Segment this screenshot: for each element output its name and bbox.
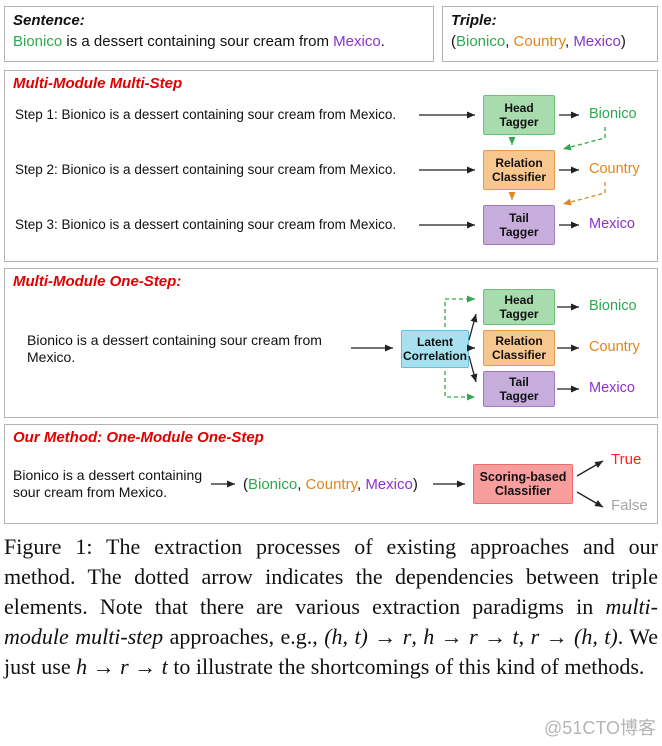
one-step-input-text: Bionico is a dessert containing sour cre…	[27, 332, 322, 366]
paren-close: )	[412, 476, 418, 493]
dashed-dependency-arrow	[562, 182, 606, 206]
triple-relation-text: Country	[513, 33, 565, 50]
caption-text: ,	[518, 624, 531, 649]
multi-module-multi-step-panel: Multi-Module Multi-Step Step 1: Bionico …	[4, 70, 658, 262]
triple-comma-2: ,	[356, 476, 366, 493]
triple-head-text: Bionico	[248, 476, 298, 493]
caption-math-4: h → r → t	[76, 654, 168, 679]
output-bionico: Bionico	[589, 106, 637, 122]
caption-italic-paradigm: multi-module multi-step	[4, 594, 658, 649]
caption-math-2: h → r → t	[423, 624, 519, 649]
output-country: Country	[589, 339, 640, 355]
dashed-dependency-arrow	[444, 295, 475, 327]
triple-tail-text: Mexico	[365, 476, 413, 493]
our-method-input-line-2: sour cream from Mexico.	[13, 484, 168, 500]
caption-text: to illustrate the shortcomings of this k…	[167, 654, 645, 679]
scoring-classifier-box: Scoring-based Classifier	[473, 464, 573, 504]
head-entity-text: Bionico	[13, 33, 63, 50]
relation-classifier-label-2: Classifier	[491, 170, 547, 184]
arrow	[576, 491, 604, 508]
sentence-period: .	[380, 33, 385, 50]
head-tagger-label-1: Head	[504, 293, 534, 307]
triple-tail-text: Mexico	[573, 33, 621, 50]
output-mexico: Mexico	[589, 380, 635, 396]
triple-label: Triple:	[451, 12, 497, 29]
our-method-panel: Our Method: One-Module One-Step Bionico …	[4, 424, 658, 524]
step-3-text: Step 3: Bionico is a dessert containing …	[15, 217, 397, 232]
tail-tagger-label-2: Tagger	[499, 225, 539, 239]
figure-caption: Figure 1: The extraction processes of ex…	[4, 532, 658, 682]
sentence-label: Sentence:	[13, 12, 85, 29]
dashed-dependency-arrow	[444, 371, 475, 401]
relation-classifier-label-1: Relation	[495, 156, 543, 170]
output-true: True	[611, 451, 642, 468]
paren-open: (	[243, 476, 248, 493]
head-tagger-box: Head Tagger	[483, 95, 555, 135]
caption-text: approaches, e.g.,	[163, 624, 325, 649]
triple-comma-1: ,	[505, 33, 514, 50]
tail-tagger-label-1: Tail	[509, 211, 529, 225]
scoring-classifier-label-1: Scoring-based	[479, 470, 567, 484]
sentence-middle-text: is a dessert containing sour cream from	[62, 33, 334, 50]
relation-classifier-label-1: Relation	[495, 334, 543, 348]
caption-text: ,	[411, 624, 424, 649]
arrow	[576, 460, 604, 477]
head-tagger-label-2: Tagger	[499, 115, 539, 129]
output-false: False	[611, 497, 648, 514]
our-method-input-line-1: Bionico is a dessert containing	[13, 467, 203, 483]
paren-close: )	[620, 33, 626, 50]
triple-head-text: Bionico	[456, 33, 506, 50]
sentence-panel: Sentence: Bionico is a dessert containin…	[4, 6, 434, 62]
tail-entity-text: Mexico	[333, 33, 381, 50]
multi-module-one-step-panel: Multi-Module One-Step: Bionico is a dess…	[4, 268, 658, 418]
arrow	[468, 355, 478, 383]
caption-math-1: (h, t) → r	[324, 624, 412, 649]
our-method-input-text: Bionico is a dessert containing sour cre…	[13, 467, 202, 501]
head-tagger-box: Head Tagger	[483, 289, 555, 325]
step-1-text: Step 1: Bionico is a dessert containing …	[15, 107, 397, 122]
head-tagger-label-1: Head	[504, 101, 534, 115]
triple-panel: Triple: (Bionico, Country, Mexico)	[442, 6, 658, 62]
triple-comma-2: ,	[564, 33, 574, 50]
tail-tagger-label-1: Tail	[509, 375, 529, 389]
step-2-text: Step 2: Bionico is a dessert containing …	[15, 162, 397, 177]
relation-classifier-label-2: Classifier	[491, 348, 547, 362]
triple-text: (Bionico, Country, Mexico)	[451, 33, 649, 50]
head-tagger-label-2: Tagger	[499, 307, 539, 321]
tail-tagger-box: Tail Tagger	[483, 205, 555, 245]
caption-math-3: r → (h, t)	[530, 624, 618, 649]
output-country: Country	[589, 161, 640, 177]
one-step-input-line-1: Bionico is a dessert containing sour cre…	[27, 332, 322, 348]
output-bionico: Bionico	[589, 298, 637, 314]
triple-comma-1: ,	[297, 476, 306, 493]
output-mexico: Mexico	[589, 216, 635, 232]
tail-tagger-box: Tail Tagger	[483, 371, 555, 407]
caption-text: . We just use	[4, 624, 659, 679]
triple-relation-text: Country	[305, 476, 357, 493]
paren-open: (	[451, 33, 456, 50]
latent-label-1: Latent	[417, 335, 453, 349]
dashed-dependency-arrow	[562, 127, 606, 151]
arrow	[468, 313, 478, 341]
relation-classifier-box: Relation Classifier	[483, 150, 555, 190]
our-method-triple-text: (Bionico, Country, Mexico)	[243, 476, 418, 493]
latent-correlation-box: Latent Correlation	[401, 330, 469, 368]
one-step-input-line-2: Mexico.	[27, 349, 76, 365]
one-step-title: Multi-Module One-Step:	[13, 273, 182, 290]
relation-classifier-box: Relation Classifier	[483, 330, 555, 366]
scoring-classifier-label-2: Classifier	[494, 484, 552, 498]
tail-tagger-label-2: Tagger	[499, 389, 539, 403]
sentence-text: Bionico is a dessert containing sour cre…	[13, 33, 425, 50]
caption-text: Figure 1: The extraction processes of ex…	[4, 534, 658, 619]
multi-step-title: Multi-Module Multi-Step	[13, 75, 183, 92]
latent-label-2: Correlation	[402, 349, 467, 363]
watermark: @51CTO博客	[544, 718, 656, 738]
our-method-title: Our Method: One-Module One-Step	[13, 429, 264, 446]
